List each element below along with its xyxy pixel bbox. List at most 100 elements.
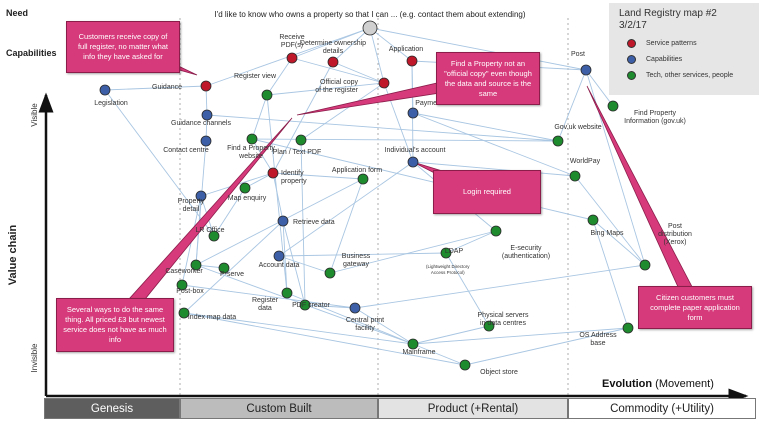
node-object_store [459,359,471,371]
node-office [208,230,220,242]
dependency-line-physical-mainframe [412,325,490,345]
node-label-esecurity: E-security (authentication) [501,245,551,260]
y-axis-label: Value chain [7,224,19,286]
dependency-line-plan-pdf_creator [300,139,306,306]
node-label-govuk: Gov.uk website [554,124,602,131]
dependency-line-os_address-mainframe [412,327,629,345]
node-label-mainframe: Mainframe [402,349,436,356]
node-label-pserve: P-serve [219,271,245,278]
node-mainframe [407,338,419,350]
dependency-line-contact-caseworker [195,140,207,266]
node-label-plan: Plan / Text PDF [272,149,322,156]
node-label-payment: Payment [415,100,443,107]
dependency-line-guidance-legislation [104,85,207,91]
node-map_enquiry [239,182,251,194]
dependency-line-os_address-object_store [464,327,629,366]
callout-c2: Find a Property not an "official copy" e… [436,52,540,105]
node-business_gw [324,267,336,279]
dependency-line-retrieve-index_map [183,220,284,314]
legend-date: 3/2/17 [619,20,647,31]
dependency-line-need-post [369,27,587,71]
callout-c4: Several ways to do the same thing. All p… [56,298,174,352]
dependency-line-individual-worldpay [412,161,576,177]
dependency-line-retrieve-register_data [282,220,288,294]
legend-title: Land Registry map #2 3/2/17 [619,8,717,32]
node-label-caseworker: Caseworker [165,268,203,275]
node-application [406,55,418,67]
legend-label: Capabilities [646,56,683,63]
node-label-business_gw: Business gateway [341,253,371,268]
node-individual [407,156,419,168]
dependency-line-account_data-ldap [278,252,447,257]
node-guidance_channels [201,109,213,121]
node-os_address [622,322,634,334]
node-label-official: Official copy of the register [315,79,358,94]
map-nodes [99,20,651,371]
dependency-line-os_address-bing [592,219,629,329]
dependency-line-account_data-business_gw [278,255,331,274]
node-need [362,20,378,36]
capabilities-heading: Capabilities [6,48,57,58]
dependency-line-payment-worldpay [412,112,576,177]
green-dot-icon [627,71,636,80]
y-axis-top-label: Visible [30,103,39,127]
dependency-line-index_map-object_store [183,312,466,366]
node-label-retrieve: Retrieve data [293,219,335,226]
node-label-post_dist: Post distribution (Xerox) [658,223,692,246]
node-retrieve [277,215,289,227]
node-label-contact: Contact centre [163,147,209,154]
node-label-account_data: Account data [258,262,300,269]
node-label-receive: Receive PDF(s) [279,34,305,49]
node-label-register_view: Register view [233,73,277,80]
node-postbox [176,279,188,291]
legend-item-tech: Tech, other services, people [627,71,733,80]
x-axis-label: Evolution (Movement) [602,378,714,390]
node-label-bing: Bing Maps [590,230,624,237]
dependency-line-index_map-mainframe [183,312,414,345]
node-bing [587,214,599,226]
node-esecurity [490,225,502,237]
dependency-line-map_enquiry-office [213,187,246,237]
dependency-line-payment-govuk [412,112,559,142]
legend-label: Tech, other services, people [646,72,734,79]
need-heading: Need [6,8,29,18]
dependency-line-post-find_info [585,69,614,107]
dependency-line-legislation-office [104,89,215,237]
node-worldpay [569,170,581,182]
node-legislation [99,84,111,96]
red-dot-icon [627,39,636,48]
dependency-line-official-plan [300,82,385,141]
dependency-line-identify-app_form [272,172,364,180]
node-label-map_enquiry: Map enquiry [227,195,267,202]
dependency-line-esecurity-ldap [445,230,497,254]
x-axis-subtitle: (Movement) [655,378,714,390]
dependency-line-identify-retrieve [272,172,284,222]
node-pserve [218,262,230,274]
dependency-line-worldpay-post_dist [574,175,646,266]
node-identify [267,167,279,179]
dependency-line-need-official [369,27,385,84]
node-post_dist [639,259,651,271]
node-caseworker [190,259,202,271]
dependency-line-official-register_view [266,82,385,96]
node-guidance [200,80,212,92]
legend-item-service: Service patterns [627,39,697,48]
node-label-post: Post [570,51,586,58]
node-post [580,64,592,76]
node-payment [407,107,419,119]
node-find_info [607,100,619,112]
legend-title-text: Land Registry map #2 [619,8,717,19]
node-label-determine: Determine ownership details [299,40,367,55]
legend-label: Service patterns [646,40,697,47]
dependency-line-register_view-find_web [251,94,268,140]
dependency-line-retrieve-pdf_creator [282,220,306,306]
dependency-line-central_print-post_dist [354,264,646,309]
node-index_map [178,307,190,319]
stage-product: Product (+Rental) [378,398,568,419]
dependency-line-guidance_channels-govuk [206,114,559,142]
node-pdf_creator [299,299,311,311]
x-axis-title: Evolution [602,378,653,390]
node-label-pdf_creator: PDF creator [292,302,330,309]
node-label-guidance_channels: Guidance channels [171,120,231,127]
